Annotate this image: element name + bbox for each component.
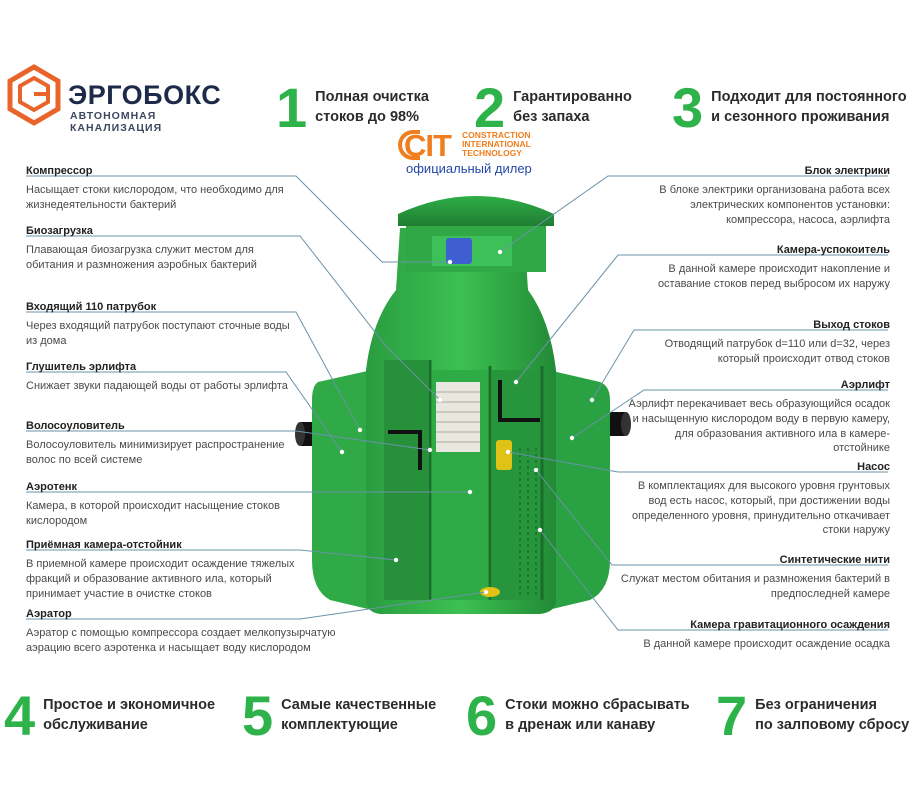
ergoboks-logo-icon <box>7 64 61 126</box>
feature-number: 7 <box>716 684 748 747</box>
callout-desc: Аэратор с помощью компрессора создает ме… <box>26 626 336 654</box>
cit-arc-icon <box>398 130 420 160</box>
callout-title: Приёмная камера-отстойник <box>26 539 182 551</box>
feature-number: 4 <box>4 684 36 747</box>
tank-right-wing <box>548 370 610 610</box>
dealer-label: официальный дилер <box>406 161 532 176</box>
callout-title: Камера-успокоитель <box>776 244 890 256</box>
callout-title: Аэратор <box>26 608 72 620</box>
callout-bio-load: Биозагрузка Плавающая биозагрузка служит… <box>26 224 296 273</box>
callout-desc: Через входящий патрубок поступают сточны… <box>26 319 290 347</box>
callout-gravity-chamber: Камера гравитационного осаждения В данно… <box>620 618 890 652</box>
tank-lid <box>398 196 554 226</box>
callout-aerator: Аэратор Аэратор с помощью компрессора со… <box>26 607 376 656</box>
callout-title: Волосоуловитель <box>26 420 125 432</box>
brand-name: ЭРГОБОКС <box>68 80 222 110</box>
chamber-receiving <box>384 360 428 600</box>
callout-receiving-chamber: Приёмная камера-отстойник В приемной кам… <box>26 538 296 601</box>
callout-desc: Плавающая биозагрузка служит местом для … <box>26 243 257 271</box>
callout-desc: В блоке электрики организована работа вс… <box>659 183 890 226</box>
callout-desc: В данной камере происходит накопление и … <box>657 262 890 290</box>
callout-desc: В данной камере происходит осаждение оса… <box>643 637 890 650</box>
brand-logo: ЭРГОБОКС АВТОНОМНАЯ КАНАЛИЗАЦИЯ <box>6 64 246 136</box>
compressor <box>446 238 472 264</box>
callout-calming-chamber: Камера-успокоитель В данной камере проис… <box>620 243 890 292</box>
feature-number: 6 <box>466 684 498 747</box>
callout-title: Камера гравитационного осаждения <box>690 619 890 631</box>
hair-catcher-pipe <box>388 430 422 470</box>
callout-desc: Насыщает стоки кислородом, что необходим… <box>26 183 284 211</box>
leader-lines-left <box>26 175 487 620</box>
callout-desc: В приемной камере происходит осаждение т… <box>26 557 295 600</box>
callout-desc: Камера, в которой происходит насыщение с… <box>26 499 280 527</box>
feature-number: 5 <box>242 684 274 747</box>
pointer-dots <box>339 249 595 595</box>
bio-load-block <box>436 382 480 452</box>
callout-desc: Волосоуловитель минимизирует распростран… <box>26 438 285 466</box>
pump <box>496 440 512 470</box>
brand-subtitle: АВТОНОМНАЯ КАНАЛИЗАЦИЯ <box>70 110 163 134</box>
feature-number: 1 <box>276 76 308 139</box>
callout-compressor: Компрессор Насыщает стоки кислородом, чт… <box>26 164 296 213</box>
callout-title: Насос <box>857 461 890 473</box>
callout-title: Синтетические нити <box>779 554 890 566</box>
leader-lines-right <box>499 175 888 631</box>
callout-desc: Аэрлифт перекачивает весь образующийся о… <box>628 397 890 455</box>
callout-electrics-block: Блок электрики В блоке электрики организ… <box>620 164 890 227</box>
synthetic-threads <box>519 448 537 596</box>
callout-synthetic-threads: Синтетические нити Служат местом обитани… <box>620 553 890 602</box>
callout-title: Аэрлифт <box>840 379 890 391</box>
callout-desc: Отводящий патрубок d=110 или d=32, через… <box>664 337 890 365</box>
callout-aerotank: Аэротенк Камера, в которой происходит на… <box>26 480 296 529</box>
callout-hair-catcher: Волосоуловитель Волосоуловитель минимизи… <box>26 419 296 468</box>
callout-title: Блок электрики <box>804 165 890 177</box>
callout-title: Глушитель эрлифта <box>26 361 137 373</box>
callout-desc: Служат местом обитания и размножения бак… <box>620 572 890 600</box>
tank-left-wing <box>312 370 372 610</box>
callout-pump: Насос В комплектациях для высокого уровн… <box>620 460 890 538</box>
callout-title: Биозагрузка <box>26 225 93 237</box>
callout-title: Аэротенк <box>26 481 77 493</box>
airlift-pipe <box>498 380 540 422</box>
callout-title: Компрессор <box>26 165 93 177</box>
callout-airlift-silencer: Глушитель эрлифта Снижает звуки падающей… <box>26 360 296 394</box>
feature-number: 2 <box>474 76 506 139</box>
callout-title: Входящий 110 патрубок <box>26 301 157 313</box>
callout-outlet: Выход стоков Отводящий патрубок d=110 ил… <box>620 318 890 367</box>
callout-desc: Снижает звуки падающей воды от работы эр… <box>26 379 288 392</box>
aerator <box>480 587 500 597</box>
callout-desc: В комплектациях для высокого уровня грун… <box>632 479 890 537</box>
feature-number: 3 <box>672 76 704 139</box>
callout-title: Выход стоков <box>813 319 890 331</box>
cit-logo-text: CIT <box>404 128 452 163</box>
callout-airlift: Аэрлифт Аэрлифт перекачивает весь образу… <box>620 378 890 456</box>
callout-inlet-pipe: Входящий 110 патрубок Через входящий пат… <box>26 300 296 349</box>
